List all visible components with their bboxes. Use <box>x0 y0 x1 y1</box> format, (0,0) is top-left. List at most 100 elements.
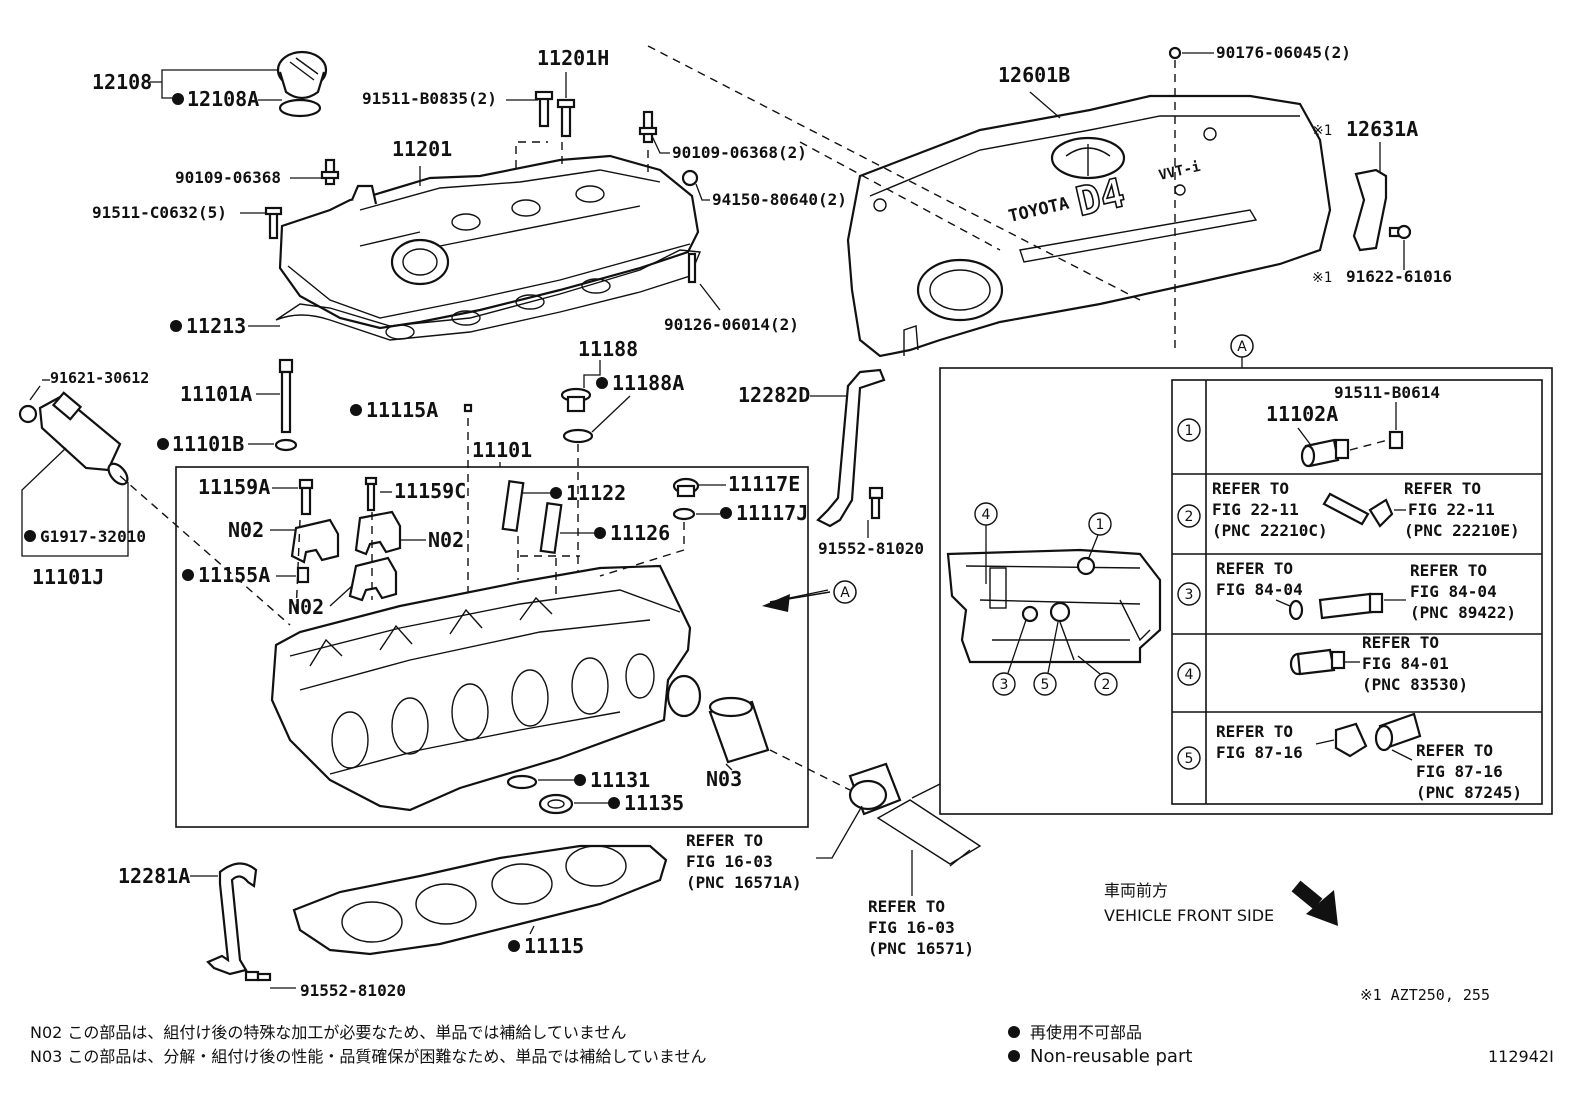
sleeve-and-gaskets-drawing <box>506 696 770 815</box>
inset-mark-4: 4 <box>982 507 991 523</box>
row2-left-line1: REFER TO <box>1212 479 1289 498</box>
ref-16571A-line2: FIG 16-03 <box>686 852 773 871</box>
non-reusable-mark <box>574 774 586 786</box>
label-11115A: 11115A <box>366 398 438 422</box>
label-12108A: 12108A <box>187 87 259 111</box>
label-11155A: 11155A <box>198 563 270 587</box>
non-reusable-mark <box>508 940 520 952</box>
cover-gasket-drawing <box>275 249 702 341</box>
row-num-5: 5 <box>1185 751 1194 767</box>
cylinder-head-cover-drawing <box>278 154 700 330</box>
label-91511-B0835: 91511-B0835(2) <box>362 89 497 108</box>
bearing-caps-drawing <box>290 476 402 602</box>
engine-hanger-rear-drawing <box>816 368 886 528</box>
label-11159A: 11159A <box>198 475 270 499</box>
cylinder-head-subassy-box <box>175 466 809 828</box>
row1-label-11102A: 11102A <box>1266 402 1338 426</box>
label-11126: 11126 <box>610 521 670 545</box>
label-12281A: 12281A <box>118 864 190 888</box>
ref-16571-line2: FIG 16-03 <box>868 918 955 937</box>
cover-bolts-drawing <box>264 90 699 284</box>
engine-cover-drawing: TOYOTA D4 VVT-i <box>846 94 1332 358</box>
label-11201H: 11201H <box>537 46 609 70</box>
figure-code: 112942I <box>1488 1047 1554 1066</box>
label-N02-c: N02 <box>288 595 324 619</box>
ref-16571A-line1: REFER TO <box>686 831 763 850</box>
row5-right-line3: (PNC 87245) <box>1416 783 1522 802</box>
non-reusable-mark <box>594 527 606 539</box>
row2-right-line2: FIG 22-11 <box>1408 500 1495 519</box>
row5-right-line2: FIG 87-16 <box>1416 762 1503 781</box>
label-11115: 11115 <box>524 934 584 958</box>
row5-left-line1: REFER TO <box>1216 722 1293 741</box>
bracket-12631A-drawing <box>1352 168 1412 252</box>
non-reusable-mark <box>596 377 608 389</box>
row1-parts-drawing <box>1300 430 1404 468</box>
label-12601B: 12601B <box>998 63 1070 87</box>
row-num-1: 1 <box>1185 423 1194 439</box>
label-11101J: 11101J <box>32 565 104 589</box>
ref-16571-line3: (PNC 16571) <box>868 939 974 958</box>
row3-parts-drawing <box>1288 592 1384 621</box>
inset-mark-5: 5 <box>1041 677 1050 693</box>
label-11135: 11135 <box>624 791 684 815</box>
plug-11188-drawing <box>560 387 594 444</box>
label-94150-80640: 94150-80640(2) <box>712 190 847 209</box>
model-note: ※1 AZT250, 255 <box>1360 986 1490 1004</box>
non-reusable-mark <box>182 569 194 581</box>
tubes-drawing <box>501 477 700 554</box>
non-reusable-mark <box>550 487 562 499</box>
label-11101: 11101 <box>472 438 532 462</box>
legend-dot-icon <box>1008 1026 1020 1038</box>
label-G1917-32010: G1917-32010 <box>40 527 146 546</box>
label-11213: 11213 <box>186 314 246 338</box>
row4-right-line3: (PNC 83530) <box>1362 675 1468 694</box>
label-N02-a: N02 <box>228 518 264 542</box>
callout-A: A <box>840 585 850 601</box>
head-bolt-drawing <box>274 358 298 452</box>
row3-right-line3: (PNC 89422) <box>1410 603 1516 622</box>
legend-jp: 再使用不可部品 <box>1030 1023 1142 1042</box>
label-90109-06368-2: 90109-06368(2) <box>672 143 807 162</box>
label-11122: 11122 <box>566 481 626 505</box>
label-11201: 11201 <box>392 137 452 161</box>
non-reusable-mark <box>608 797 620 809</box>
non-reusable-mark <box>157 438 169 450</box>
label-N03: N03 <box>706 767 742 791</box>
row3-right-line2: FIG 84-04 <box>1410 582 1497 601</box>
oil-filler-cap-drawing <box>276 50 328 118</box>
row2-left-line2: FIG 22-11 <box>1212 500 1299 519</box>
row4-right-line2: FIG 84-01 <box>1362 654 1449 673</box>
label-90126-06014: 90126-06014(2) <box>664 315 799 334</box>
row-num-3: 3 <box>1185 587 1194 603</box>
inset-mark-2: 2 <box>1102 677 1111 693</box>
label-90176-06045: 90176-06045(2) <box>1216 43 1351 62</box>
note-mark-1: ※1 <box>1312 123 1332 139</box>
inset-A-box <box>939 367 1553 815</box>
non-reusable-mark <box>24 530 36 542</box>
cylinder-head-drawing <box>270 564 702 812</box>
vehicle-front-jp: 車両前方 <box>1104 881 1168 900</box>
non-reusable-mark <box>720 507 732 519</box>
water-hose-drawing <box>769 749 982 867</box>
row-num-4: 4 <box>1185 667 1194 683</box>
label-91511-C0632: 91511-C0632(5) <box>92 203 227 222</box>
label-12282D: 12282D <box>738 383 810 407</box>
row1-label-91511-B0614: 91511-B0614 <box>1334 383 1440 402</box>
footnote-N03: N03 この部品は、分解・組付け後の性能・品質確保が困難なため、単品では補給して… <box>30 1047 706 1066</box>
label-90109-06368: 90109-06368 <box>175 168 281 187</box>
row3-left-line2: FIG 84-04 <box>1216 580 1303 599</box>
row2-right-line1: REFER TO <box>1404 479 1481 498</box>
label-N02-b: N02 <box>428 528 464 552</box>
vehicle-front-en: VEHICLE FRONT SIDE <box>1104 906 1274 925</box>
legend-en: Non-reusable part <box>1030 1046 1192 1067</box>
label-11101A: 11101A <box>180 382 252 406</box>
ref-16571A-line3: (PNC 16571A) <box>686 873 802 892</box>
ref-16571-line1: REFER TO <box>868 897 945 916</box>
label-12108: 12108 <box>92 70 152 94</box>
inset-mark-3: 3 <box>1000 677 1009 693</box>
row4-parts-drawing <box>1289 648 1346 676</box>
inset-parts-table <box>1171 379 1543 805</box>
engine-hanger-front-drawing <box>206 862 272 982</box>
